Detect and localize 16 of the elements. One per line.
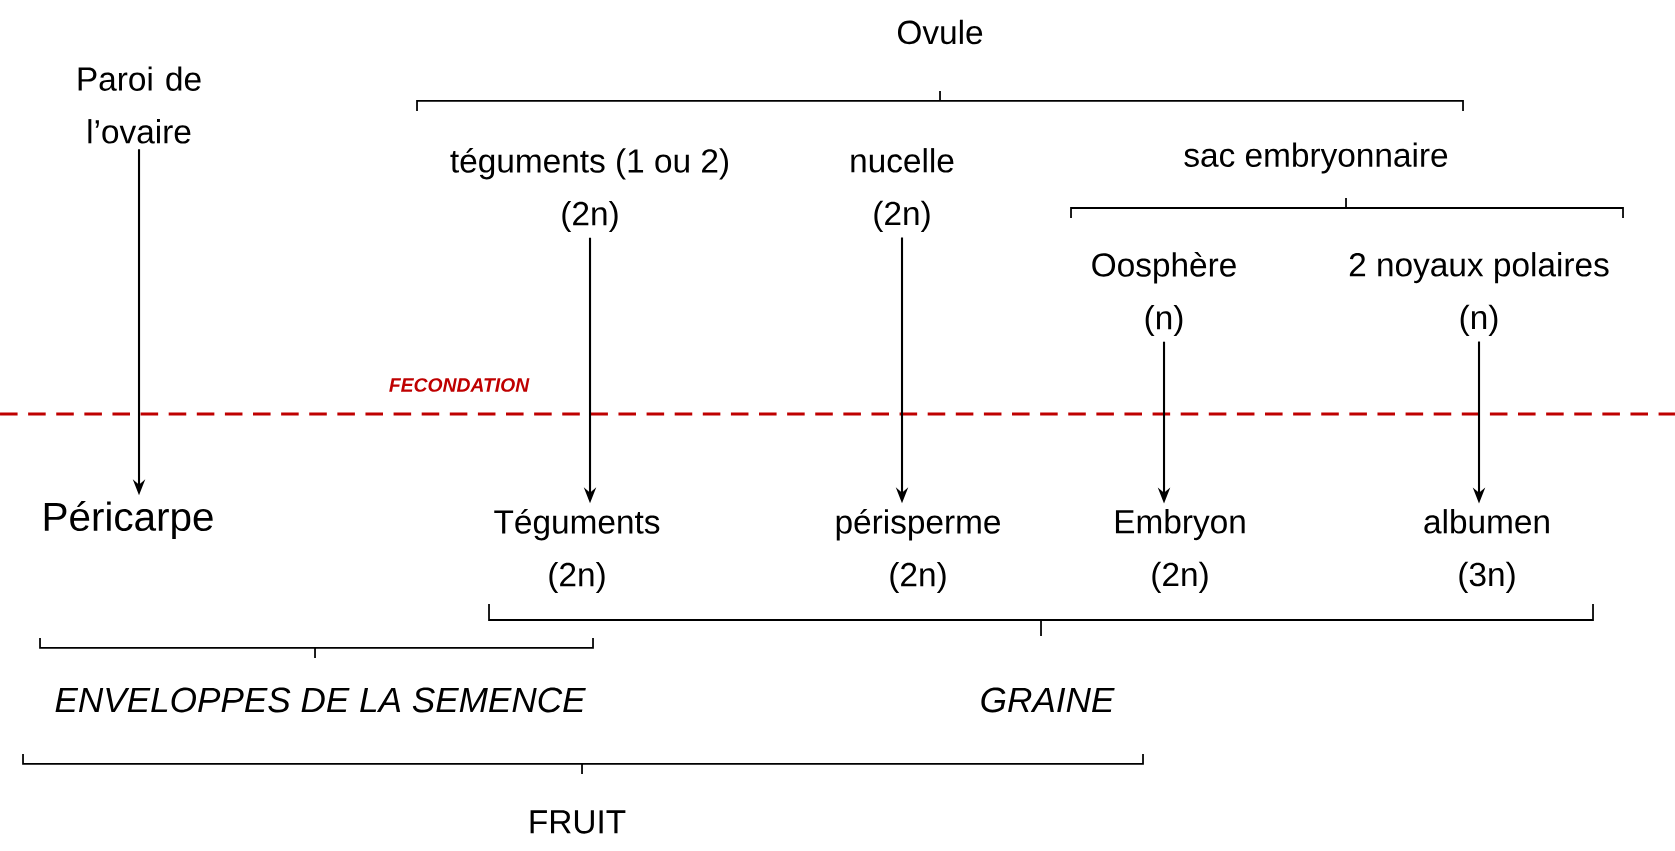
term-label: FRUIT (530, 810, 626, 834)
term-label: Paroi de l’ovaire (78, 66, 201, 144)
term-label: Ovule (898, 19, 983, 45)
term-label: ENVELOPPES DE LA SEMENCE (55, 687, 586, 713)
line-label: FECONDATION (389, 378, 530, 392)
term-label: albumen (3n) (1424, 509, 1549, 593)
term-label: Téguments (2n) (494, 508, 660, 594)
term-label: Péricarpe (44, 500, 213, 540)
term-label: 2 noyaux polaires (n) (1349, 252, 1609, 336)
term-label: GRAINE (981, 687, 1115, 713)
term-label: téguments (1 ou 2) (2n) (450, 147, 728, 233)
term-label: Oosphère (n) (1092, 251, 1236, 337)
term-label: nucelle (2n) (851, 148, 954, 232)
term-label: périsperme (2n) (836, 508, 1000, 594)
term-label: Embryon (2n) (1115, 509, 1245, 593)
term-label: sac embryonnaire (1184, 142, 1448, 174)
